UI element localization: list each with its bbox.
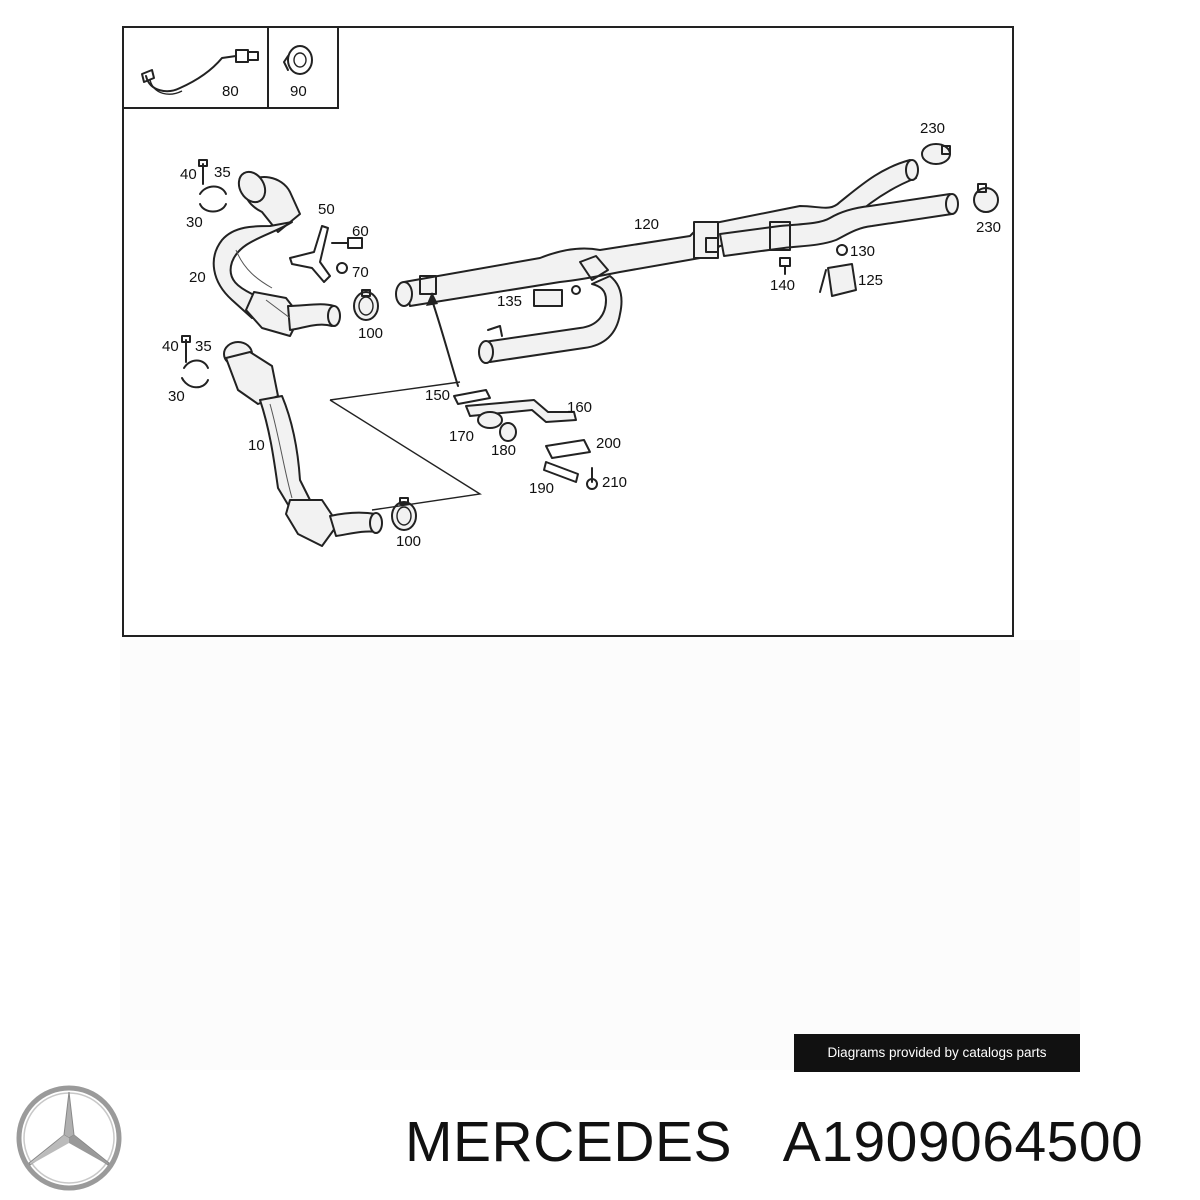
callout-label: 180 (491, 442, 516, 459)
downpipe-lower-part (223, 341, 383, 547)
brand-name: MERCEDES (405, 1110, 733, 1174)
clamp-part (353, 289, 379, 321)
bolt-part (779, 257, 791, 275)
credit-badge: Diagrams provided by catalogs parts (794, 1034, 1080, 1072)
callout-label: 50 (318, 201, 335, 218)
callout-label: 125 (858, 272, 883, 289)
callout-label: 135 (497, 293, 522, 310)
grommet-part (477, 411, 503, 429)
clamp-set-upper (198, 159, 227, 213)
downpipe-upper-part (212, 170, 341, 337)
callout-label: 60 (352, 223, 369, 240)
clamp-set-lower (181, 335, 209, 389)
leader-line (329, 399, 482, 511)
callout-label: 190 (529, 480, 554, 497)
callout-label: 210 (602, 474, 627, 491)
credit-text: Diagrams provided by catalogs parts (827, 1045, 1047, 1060)
callout-label: 150 (425, 387, 450, 404)
inset-box-90 (268, 27, 339, 109)
callout-label: 35 (195, 338, 212, 355)
inset-label-80: 80 (222, 83, 239, 100)
callout-label: 10 (248, 437, 265, 454)
bracket-part (453, 389, 491, 405)
callout-label: 100 (396, 533, 421, 550)
pointer-arrow (431, 299, 459, 387)
gasket-part (545, 439, 591, 459)
callout-label: 230 (920, 120, 945, 137)
bolt-part (586, 467, 598, 490)
bracket-part (543, 461, 579, 483)
callout-label: 40 (162, 338, 179, 355)
clamp-part (391, 497, 417, 531)
background-panel (120, 640, 1080, 1070)
nut-part (336, 262, 348, 274)
callout-label: 70 (352, 264, 369, 281)
leader-line (329, 381, 461, 401)
callout-label: 230 (976, 219, 1001, 236)
callout-label: 40 (180, 166, 197, 183)
callout-label: 130 (850, 243, 875, 260)
callout-label: 160 (567, 399, 592, 416)
callout-label: 140 (770, 277, 795, 294)
mercedes-star-icon (16, 1085, 122, 1191)
rubber-mount-part (819, 244, 857, 297)
callout-label: 30 (186, 214, 203, 231)
oxygen-sensor-part (141, 49, 259, 95)
nut-part (499, 422, 517, 442)
callout-label: 120 (634, 216, 659, 233)
clamp-part (973, 183, 999, 213)
bolt-part (331, 237, 363, 249)
part-number: A1909064500 (782, 1110, 1144, 1174)
callout-label: 35 (214, 164, 231, 181)
arrow-head (426, 292, 438, 306)
callout-label: 100 (358, 325, 383, 342)
callout-label: 200 (596, 435, 621, 452)
callout-label: 20 (189, 269, 206, 286)
callout-label: 170 (449, 428, 474, 445)
inset-label-90: 90 (290, 83, 307, 100)
brand-part-number: MERCEDES A1909064500 (405, 1107, 1143, 1177)
bracket-part (289, 225, 331, 283)
sensor-part (533, 285, 581, 307)
nut-part (283, 45, 313, 75)
clamp-part (921, 143, 951, 165)
y-pipe-part (395, 159, 959, 364)
callout-label: 30 (168, 388, 185, 405)
